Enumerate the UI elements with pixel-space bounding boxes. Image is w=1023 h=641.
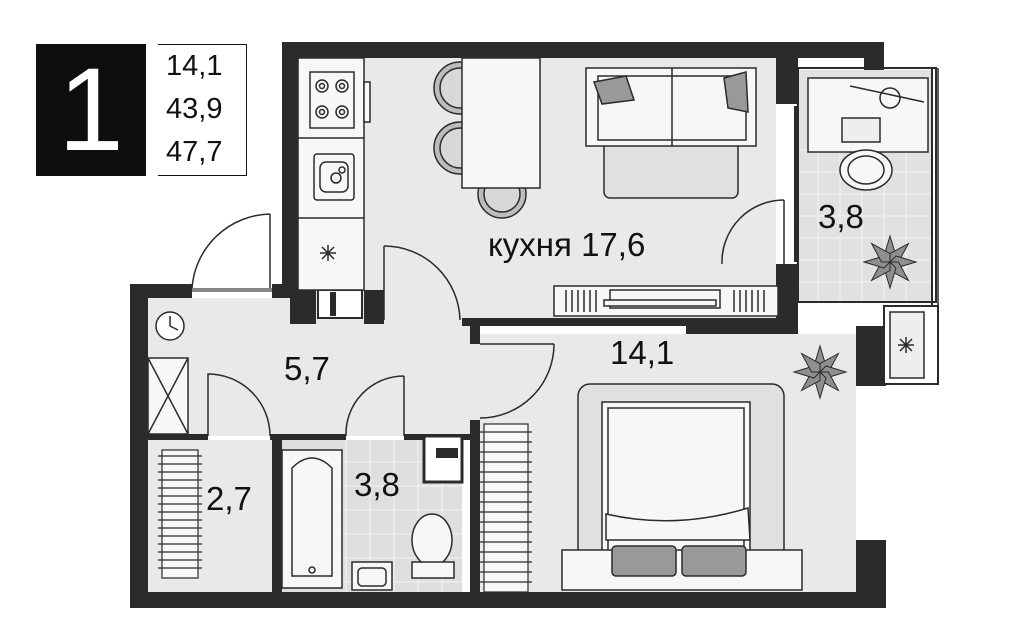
entrance-threshold — [192, 288, 272, 292]
wardrobe-rack — [158, 449, 202, 579]
bedroom-rack — [480, 423, 532, 593]
clock-icon — [155, 311, 185, 341]
balcony-snowflake-icon — [898, 337, 914, 353]
kitchen-unit — [297, 57, 371, 291]
plant-icon — [792, 234, 918, 400]
dining-table — [433, 57, 541, 219]
walls — [130, 42, 886, 608]
area-summary: 14,1 43,9 47,7 — [158, 44, 247, 176]
living-area: 14,1 — [166, 50, 223, 82]
rooms-count: 1 — [58, 44, 124, 176]
sofa — [585, 67, 757, 199]
area-with-balcony: 47,7 — [166, 136, 223, 168]
snowflake-icon — [320, 245, 336, 261]
hall-label: 5,7 — [284, 350, 330, 387]
total-area: 43,9 — [166, 93, 223, 125]
wardrobe-label: 2,7 — [206, 480, 252, 517]
stove-icon — [309, 71, 355, 129]
bed — [561, 383, 803, 591]
hall-furniture — [147, 311, 189, 435]
rooms-count-badge: 1 — [36, 44, 146, 176]
balcony-furniture — [807, 77, 929, 191]
tv-stand — [553, 285, 779, 317]
bathroom-label: 3,8 — [354, 466, 400, 503]
doors — [191, 199, 785, 437]
bathroom-fixtures — [281, 449, 455, 591]
bedroom-label: 14,1 — [610, 334, 675, 371]
kitchen-label: кухня 17,6 — [488, 226, 646, 263]
sink-icon — [313, 153, 355, 201]
balcony-label: 3,8 — [818, 198, 864, 235]
